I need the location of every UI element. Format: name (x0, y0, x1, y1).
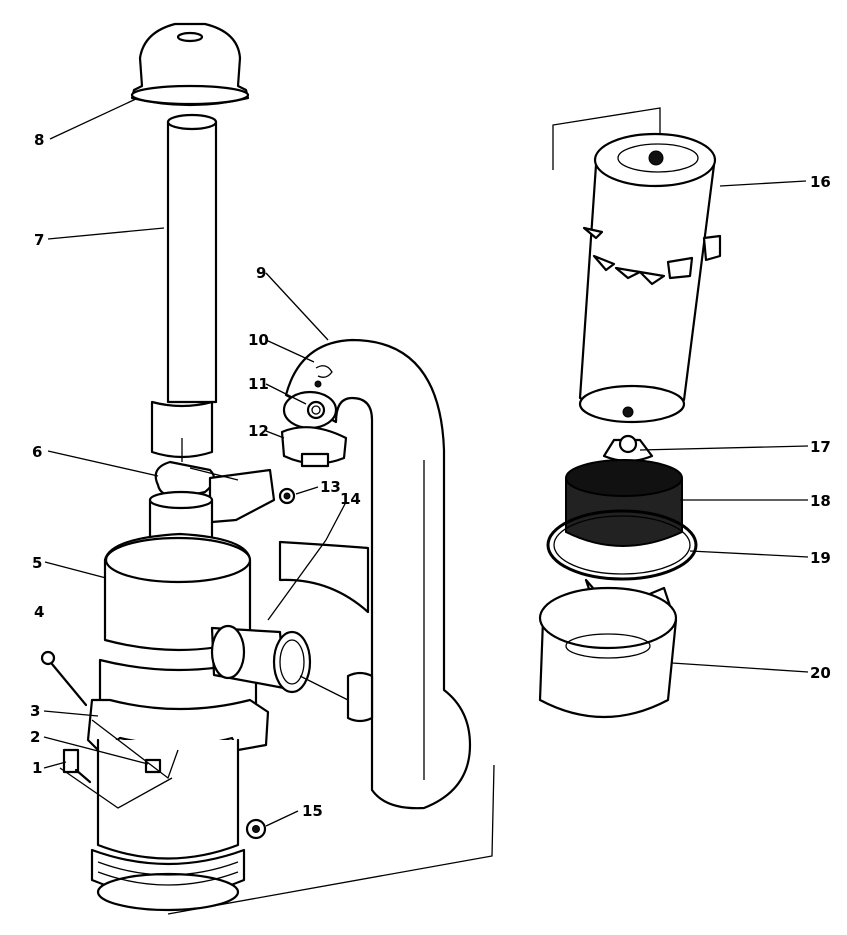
callout-10: 10 (248, 331, 269, 349)
assembly-bracket-left (167, 764, 495, 915)
callout-6: 6 (32, 443, 42, 461)
callout-9: 9 (256, 264, 266, 282)
bolt-part-4 (40, 650, 88, 707)
nut-part-15 (245, 818, 267, 840)
dust-cup-part-20 (538, 586, 678, 719)
callout-4: 4 (34, 603, 44, 621)
seal-part-11 (306, 400, 326, 420)
callout-1: 1 (32, 759, 42, 777)
stack-pipe-part-7 (150, 113, 218, 462)
callout-20: 20 (810, 664, 831, 682)
callout-3: 3 (30, 702, 40, 720)
callout-17: 17 (810, 438, 831, 456)
assembly-bracket-right (552, 107, 661, 170)
callout-14: 14 (340, 490, 361, 508)
rain-cap-part-8 (130, 22, 250, 107)
bolt-part-1 (62, 748, 92, 784)
callout-19: 19 (810, 549, 831, 567)
filter-element-part-16 (578, 132, 722, 424)
callout-7: 7 (34, 231, 44, 249)
callout-2: 2 (30, 728, 40, 746)
leader-lines (43, 97, 809, 827)
callout-16: 16 (810, 173, 831, 191)
callout-18: 18 (810, 492, 831, 510)
callout-12: 12 (248, 422, 269, 440)
nut-part-13 (278, 487, 296, 505)
callout-11: 11 (248, 375, 269, 393)
clamp-bracket-part-6 (154, 460, 276, 524)
air-cleaner-body-part-5 (86, 490, 312, 912)
callout-8: 8 (34, 131, 44, 149)
secondary-filter-part-18 (565, 459, 683, 547)
wing-nut-part-17 (602, 434, 654, 463)
washer-part-10 (314, 365, 333, 388)
callout-13: 13 (320, 478, 341, 496)
callout-15: 15 (302, 802, 323, 820)
hose-clamp-part-12 (280, 426, 348, 468)
decal-part-14 (278, 540, 370, 614)
callout-5: 5 (32, 554, 42, 572)
